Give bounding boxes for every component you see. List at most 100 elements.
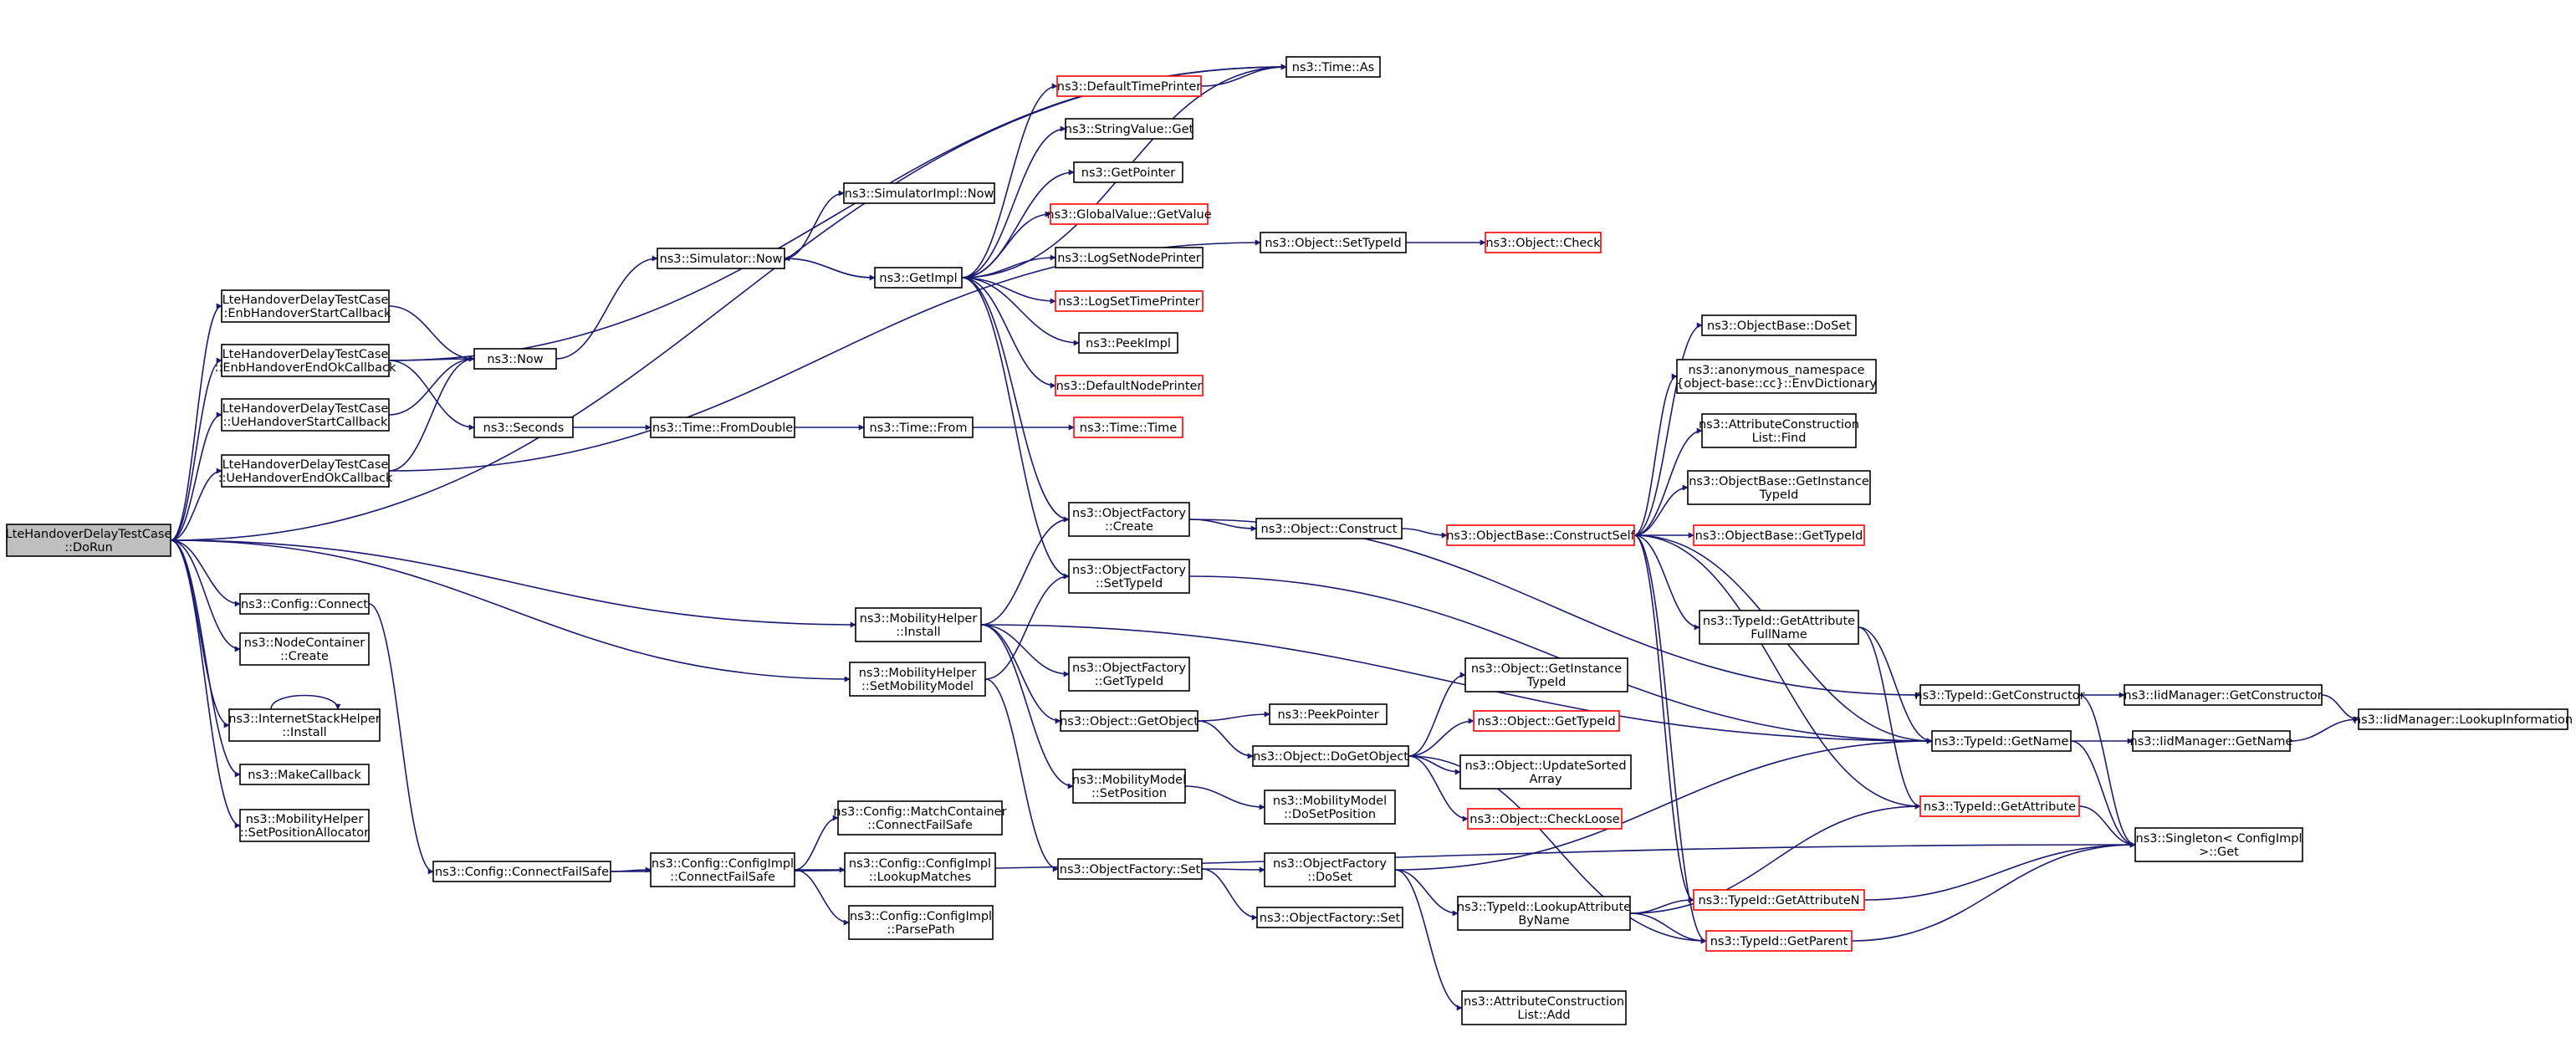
node-box — [848, 905, 994, 940]
node-ofdoset[interactable]: ns3::ObjectFactory::DoSet — [1264, 852, 1396, 887]
node-logsettime[interactable]: ns3::LogSetTimePrinter — [1055, 290, 1204, 312]
node-label: ::EnbHandoverEndOkCallback — [215, 361, 396, 375]
node-objcheckloose[interactable]: ns3::Object::CheckLoose — [1467, 808, 1623, 830]
node-obdoset[interactable]: ns3::ObjectBase::DoSet — [1701, 314, 1857, 336]
edge-ofdoset-to-tidlookupattr — [1394, 869, 1459, 917]
edge-inetstack-self — [270, 694, 341, 710]
node-getimpl[interactable]: ns3::GetImpl — [874, 267, 963, 289]
node-label: ns3::Object::Construct — [1261, 523, 1398, 536]
node-obgettypeid[interactable]: ns3::ObjectBase::GetTypeId — [1693, 524, 1865, 546]
node-iidlookup[interactable]: ns3::IidManager::LookupInformation — [2354, 708, 2573, 730]
node-label: List::Add — [1517, 1009, 1570, 1022]
node-timetime[interactable]: ns3::Time::Time — [1073, 417, 1183, 438]
edge-tidgetattr-to-singleton — [2078, 805, 2136, 848]
edge-objconstruct-to-obconstructself — [1401, 528, 1448, 539]
node-timeas[interactable]: ns3::Time::As — [1285, 56, 1381, 78]
node-objconstruct[interactable]: ns3::Object::Construct — [1255, 518, 1403, 539]
node-objgettypeid[interactable]: ns3::Object::GetTypeId — [1473, 710, 1620, 732]
node-box — [1705, 930, 1853, 952]
node-iidgetctor[interactable]: ns3::IidManager::GetConstructor — [2124, 684, 2323, 706]
node-mmdosetpos[interactable]: ns3::MobilityModel::DoSetPosition — [1264, 790, 1396, 825]
node-iidgetname[interactable]: ns3::IidManager::GetName — [2130, 730, 2293, 752]
edge-enbend-to-seconds — [388, 360, 475, 431]
edge-getimpl-to-ofsettypeid — [961, 277, 1070, 580]
node-objsettypeid[interactable]: ns3::Object::SetTypeId — [1260, 232, 1407, 253]
node-ofset2[interactable]: ns3::ObjectFactory::Set — [1256, 907, 1403, 928]
node-ofcreate[interactable]: ns3::ObjectFactory::Create — [1068, 502, 1190, 537]
node-cfglookup[interactable]: ns3::Config::ConfigImpl::LookupMatches — [844, 852, 996, 887]
node-ofsettypeid[interactable]: ns3::ObjectFactory::SetTypeId — [1068, 559, 1190, 594]
node-mmsetpos[interactable]: ns3::MobilityModel::SetPosition — [1072, 769, 1186, 804]
node-enbstart[interactable]: LteHandoverDelayTestCase::EnbHandoverSta… — [220, 289, 391, 323]
node-mobsetmodel[interactable]: ns3::MobilityHelper::SetMobilityModel — [849, 662, 986, 697]
node-cfgparse[interactable]: ns3::Config::ConfigImpl::ParsePath — [848, 905, 994, 940]
node-logsetnode[interactable]: ns3::LogSetNodePrinter — [1055, 247, 1204, 268]
node-box — [849, 662, 986, 697]
node-label: ns3::LogSetTimePrinter — [1058, 295, 1199, 309]
edge-tidgetattrfull-to-tidgetattr — [1858, 626, 1921, 810]
node-defnode[interactable]: ns3::DefaultNodePrinter — [1055, 375, 1204, 396]
node-ofset[interactable]: ns3::ObjectFactory::Set — [1057, 858, 1203, 880]
node-uestart[interactable]: LteHandoverDelayTestCase::UeHandoverStar… — [221, 398, 390, 432]
node-label: ns3::TypeId::GetParent — [1710, 935, 1848, 948]
node-cfgmatchcont[interactable]: ns3::Config::MatchContainer::ConnectFail… — [833, 800, 1007, 836]
node-box — [239, 764, 370, 785]
node-label: ns3::MobilityModel — [1072, 774, 1186, 787]
node-ueend[interactable]: LteHandoverDelayTestCase::UeHandoverEndO… — [218, 454, 393, 488]
node-box — [1255, 518, 1403, 539]
node-cfgconnect[interactable]: ns3::Config::Connect — [239, 593, 370, 615]
node-objgetobject[interactable]: ns3::Object::GetObject — [1060, 710, 1199, 732]
node-cfgconnectfs[interactable]: ns3::Config::ConnectFailSafe — [432, 861, 611, 882]
node-defprinter[interactable]: ns3::DefaultTimePrinter — [1056, 75, 1202, 97]
node-simimplnow[interactable]: ns3::SimulatorImpl::Now — [843, 182, 995, 204]
node-box — [1068, 657, 1190, 692]
node-tidgetctor[interactable]: ns3::TypeId::GetConstructor — [1914, 684, 2085, 706]
node-seconds[interactable]: ns3::Seconds — [473, 417, 574, 438]
node-label: ns3::anonymous_namespace — [1688, 364, 1864, 377]
node-box — [1260, 232, 1407, 253]
node-makecb[interactable]: ns3::MakeCallback — [239, 764, 370, 785]
node-peekimpl[interactable]: ns3::PeekImpl — [1078, 332, 1178, 354]
node-objdogetobject[interactable]: ns3::Object::DoGetObject — [1252, 745, 1409, 767]
node-envdict[interactable]: ns3::anonymous_namespace{object-base::cc… — [1676, 359, 1877, 394]
node-label: LteHandoverDelayTestCase — [6, 528, 172, 541]
node-label: ns3::TypeId::GetAttributeN — [1698, 894, 1859, 907]
node-label: ::SetPosition — [1091, 787, 1167, 800]
node-strget[interactable]: ns3::StringValue::Get — [1065, 118, 1194, 140]
node-mobinstall[interactable]: ns3::MobilityHelper::Install — [855, 607, 982, 642]
node-label: ns3::IidManager::LookupInformation — [2354, 713, 2573, 727]
node-dorun[interactable]: LteHandoverDelayTestCase::DoRun — [6, 524, 172, 557]
node-cfgimplconnfs[interactable]: ns3::Config::ConfigImpl::ConnectFailSafe — [650, 852, 795, 887]
node-nodecont[interactable]: ns3::NodeContainer::Create — [239, 632, 370, 666]
node-simnow[interactable]: ns3::Simulator::Now — [657, 248, 785, 269]
node-timefrom[interactable]: ns3::Time::From — [863, 417, 974, 438]
node-tidgetparent[interactable]: ns3::TypeId::GetParent — [1705, 930, 1853, 952]
edge-getimpl-to-ofcreate — [961, 277, 1070, 523]
node-now[interactable]: ns3::Now — [473, 348, 557, 370]
node-singleton[interactable]: ns3::Singleton< ConfigImpl>::Get — [2134, 827, 2303, 862]
node-fromdouble[interactable]: ns3::Time::FromDouble — [650, 417, 795, 438]
edge-mobinstall-to-tidgetname — [980, 624, 1933, 744]
node-label: ::ParsePath — [887, 923, 954, 937]
node-globalget[interactable]: ns3::GlobalValue::GetValue — [1046, 203, 1212, 225]
node-obconstructself[interactable]: ns3::ObjectBase::ConstructSelf — [1446, 524, 1636, 546]
node-inetstack[interactable]: ns3::InternetStackHelper::Install — [228, 708, 381, 742]
node-tidgetattrn[interactable]: ns3::TypeId::GetAttributeN — [1693, 889, 1865, 911]
node-tidgetname[interactable]: ns3::TypeId::GetName — [1931, 730, 2072, 752]
node-tidgetattr[interactable]: ns3::TypeId::GetAttribute — [1919, 795, 2080, 817]
node-objcheck[interactable]: ns3::Object::Check — [1485, 232, 1602, 253]
node-box — [863, 417, 974, 438]
node-ofgettypeid[interactable]: ns3::ObjectFactory::GetTypeId — [1068, 657, 1190, 692]
node-peekptr[interactable]: ns3::PeekPointer — [1269, 703, 1388, 725]
node-setposalloc[interactable]: ns3::MobilityHelper::SetPositionAllocato… — [239, 809, 370, 842]
node-enbend[interactable]: LteHandoverDelayTestCase::EnbHandoverEnd… — [215, 344, 396, 377]
node-label: ns3::DefaultNodePrinter — [1056, 380, 1203, 393]
node-getpointer[interactable]: ns3::GetPointer — [1073, 161, 1183, 183]
